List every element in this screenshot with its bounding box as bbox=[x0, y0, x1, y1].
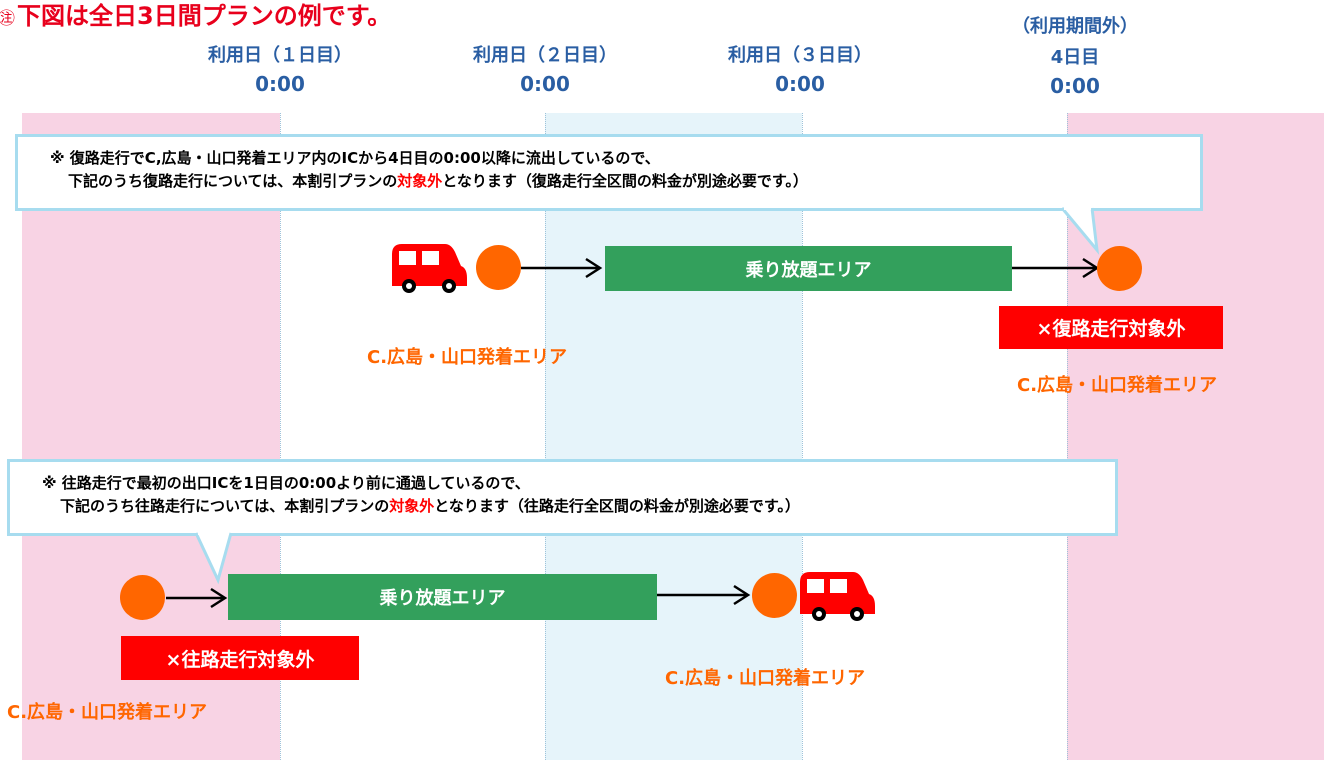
column-time: 0:00 bbox=[1050, 74, 1100, 98]
callout-return-trip: ※ 復路走行でC,広島・山口発着エリア内のICから4日目の0:00以降に流出して… bbox=[15, 134, 1203, 211]
day2-divider bbox=[545, 113, 546, 760]
free-ride-area-label: 乗り放題エリア bbox=[745, 259, 872, 281]
day4-divider bbox=[1067, 113, 1068, 760]
arrow-icon bbox=[657, 584, 751, 606]
start-ic-dot bbox=[120, 575, 165, 620]
column-time: 0:00 bbox=[255, 72, 305, 96]
column-label: 4日目 bbox=[1050, 47, 1100, 68]
arrow-icon bbox=[521, 257, 603, 279]
car-icon bbox=[392, 244, 467, 293]
callout-tail bbox=[194, 532, 233, 585]
note-marker: ㊟ bbox=[0, 9, 15, 29]
post-period-band bbox=[1067, 113, 1324, 760]
free-ride-area-bar: 乗り放題エリア bbox=[605, 246, 1012, 291]
column-label: 利用日（３日目） bbox=[728, 45, 872, 66]
column-header-day2: 利用日（２日目） 0:00 bbox=[435, 41, 655, 99]
callout-line: ※ 復路走行でC,広島・山口発着エリア内のICから4日目の0:00以降に流出して… bbox=[50, 149, 660, 167]
day2-band bbox=[545, 113, 802, 760]
end-area-label: C.広島・山口発着エリア bbox=[665, 668, 866, 689]
day3-divider bbox=[802, 113, 803, 760]
page-title: ㊟下図は全日3日間プランの例です。 bbox=[0, 0, 391, 31]
excluded-tag: ×往路走行対象外 bbox=[121, 636, 359, 680]
free-ride-area-bar: 乗り放題エリア bbox=[228, 574, 657, 620]
excluded-text: 対象外 bbox=[397, 172, 443, 190]
column-time: 0:00 bbox=[775, 72, 825, 96]
end-ic-dot bbox=[1097, 246, 1142, 291]
free-ride-area-label: 乗り放題エリア bbox=[379, 588, 506, 609]
column-header-day4: （利用期間外） 4日目 0:00 bbox=[965, 12, 1185, 101]
arrow-icon bbox=[1012, 257, 1100, 279]
excluded-tag: ×復路走行対象外 bbox=[999, 306, 1223, 349]
start-area-label: C.広島・山口発着エリア bbox=[7, 702, 208, 723]
column-header-day1: 利用日（１日目） 0:00 bbox=[170, 41, 390, 99]
callout-outbound-trip: ※ 往路走行で最初の出口ICを1日目の0:00より前に通過しているので、 下記の… bbox=[7, 459, 1118, 536]
column-header-day3: 利用日（３日目） 0:00 bbox=[690, 41, 910, 99]
arrow-icon bbox=[166, 587, 228, 609]
callout-tail bbox=[1060, 207, 1100, 255]
start-ic-dot bbox=[476, 245, 521, 290]
column-time: 0:00 bbox=[520, 72, 570, 96]
callout-line: ※ 往路走行で最初の出口ICを1日目の0:00より前に通過しているので、 bbox=[42, 474, 530, 492]
callout-line: 下記のうち往路走行については、本割引プランの対象外となります（往路走行全区間の料… bbox=[60, 497, 800, 515]
title-text: 下図は全日3日間プランの例です。 bbox=[17, 2, 392, 30]
excluded-text: 対象外 bbox=[389, 497, 435, 515]
car-icon bbox=[800, 572, 875, 621]
column-label: 利用日（１日目） bbox=[208, 45, 352, 66]
end-area-label: C.広島・山口発着エリア bbox=[1017, 375, 1218, 396]
end-ic-dot bbox=[752, 573, 797, 618]
start-area-label: C.広島・山口発着エリア bbox=[367, 347, 568, 368]
column-label: 利用日（２日目） bbox=[473, 45, 617, 66]
out-of-period-note: （利用期間外） bbox=[1012, 16, 1138, 37]
day1-divider bbox=[280, 113, 281, 760]
callout-line: 下記のうち復路走行については、本割引プランの対象外となります（復路走行全区間の料… bbox=[68, 172, 808, 190]
